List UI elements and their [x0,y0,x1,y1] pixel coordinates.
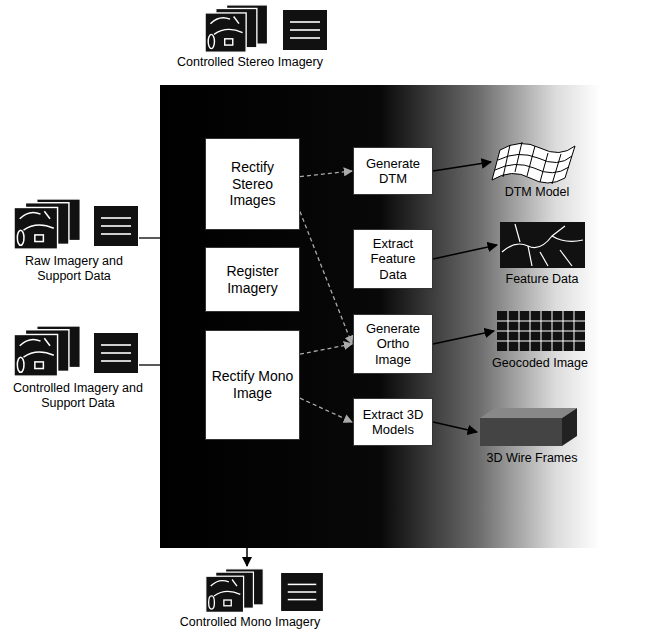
imagery-icon [14,326,80,376]
flow-arrow [433,331,494,344]
process-panel [160,85,600,548]
flow-arrow [300,212,352,344]
process-box: Generate DTM [353,147,433,195]
product-label: DTM Model [482,185,592,200]
product-label: Raw Imagery and Support Data [4,254,144,284]
process-box: Rectify Mono Image [205,330,300,440]
product-label: Geocoded Image [484,356,596,371]
process-label: Generate DTM [359,156,427,187]
data-product: 3D Wire Frames [476,406,588,466]
process-label: Rectify Stereo Images [211,159,294,209]
product-label: Feature Data [488,272,596,287]
data-product: Raw Imagery and Support Data [4,198,144,284]
imagery-icon [206,569,263,613]
process-box: Generate Ortho Image [353,314,433,374]
flow-arrow [300,344,352,354]
input-line [139,237,160,238]
input-line [139,364,160,365]
output-arrow [246,548,248,566]
imagery-icon [205,5,267,52]
process-label: Register Imagery [211,263,294,296]
data-product: Controlled Stereo Imagery [165,4,335,70]
wireframe-block-icon [480,408,577,446]
product-label: Controlled Mono Imagery [160,615,340,630]
data-product: Controlled Imagery and Support Data [4,325,152,411]
process-box: Extract Feature Data [353,229,433,289]
product-label: Controlled Stereo Imagery [165,55,335,70]
process-box: Register Imagery [205,247,300,312]
process-label: Extract 3D Models [359,407,427,438]
data-product: Geocoded Image [484,311,596,371]
flow-arrow [300,171,352,177]
process-label: Extract Feature Data [359,236,427,282]
product-label: 3D Wire Frames [476,451,588,466]
process-label: Rectify Mono Image [211,368,294,401]
flow-arrow [433,162,491,171]
flow-arrow [433,245,497,259]
product-label: Controlled Imagery and Support Data [4,381,152,411]
imagery-icon [14,199,80,249]
dtm-mesh-icon [492,142,575,184]
support-data-icon [281,573,323,611]
support-data-icon [94,333,138,373]
data-product: DTM Model [482,138,592,200]
data-product: Controlled Mono Imagery [160,568,340,630]
support-data-icon [283,10,327,50]
process-box: Extract 3D Models [353,398,433,446]
data-product: Feature Data [488,222,596,287]
flow-arrow [433,422,477,432]
geocoded-grid-icon [497,311,585,351]
flow-arrow [300,398,352,422]
process-label: Generate Ortho Image [359,321,427,367]
process-box: Rectify Stereo Images [205,138,300,230]
feature-map-icon [500,222,585,268]
support-data-icon [94,206,138,246]
